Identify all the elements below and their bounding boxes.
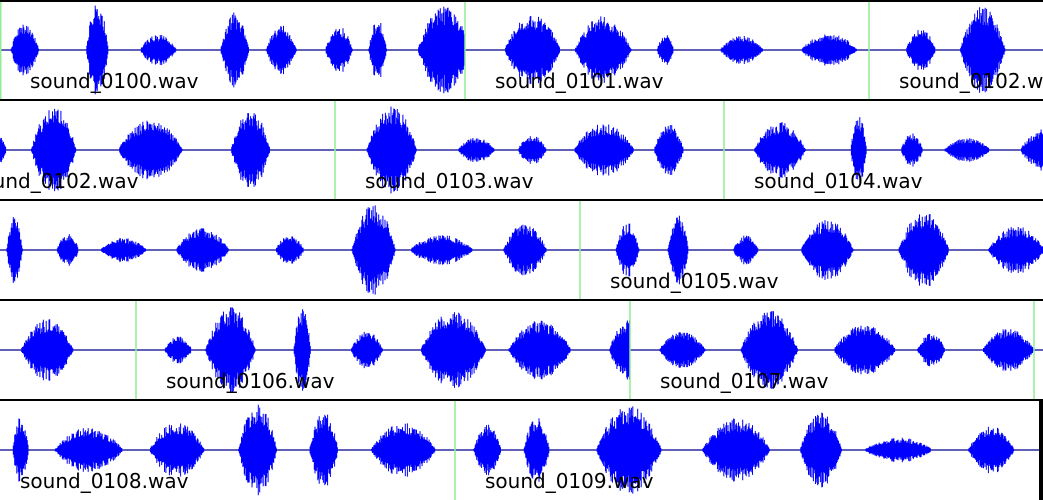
clip-filename-label: sound_0104.wav [754,169,923,193]
clip-waveform [505,16,857,84]
clip-filename-label: sound_0103.wav [365,169,534,193]
row-divider [0,0,1043,2]
clip-filename-label: sound_0108.wav [20,469,189,493]
clip-filename-label: sound_0109.wav [485,469,654,493]
clip-waveform [10,5,466,95]
clip-filename-label: sound_0102.wav [899,69,1043,93]
clip-filename-label: sound_0105.wav [610,269,779,293]
clip-waveform [6,205,547,295]
row-divider [0,99,1043,101]
waveform-row[interactable]: sound_0106.wav sound_0107.wav [0,300,1043,400]
clip-waveform [366,106,684,194]
waveform-canvas[interactable] [0,300,1043,400]
row-divider [0,299,1043,301]
clip-filename-label: sound_0107.wav [660,369,829,393]
scroll-end-marker [1039,400,1043,500]
clip-waveform [659,311,1034,389]
row-divider [0,199,1043,201]
clip-filename-label: sound_0100.wav [30,69,199,93]
waveform-canvas[interactable] [0,100,1043,200]
clip-filename-label: sound_0102.wav [0,169,139,193]
waveform-row[interactable]: sound_0102.wav sound_0103.wav sound_0104.w… [0,100,1043,200]
clip-waveform [21,319,74,381]
clip-waveform [12,404,436,496]
clip-waveform [473,406,1015,494]
waveform-canvas[interactable] [0,200,1043,300]
waveform-canvas[interactable] [0,400,1043,500]
waveform-canvas[interactable] [0,0,1043,100]
clip-waveform [754,117,1043,183]
clip-filename-label: sound_0101.wav [495,69,664,93]
row-divider [0,399,1043,401]
waveform-row[interactable]: sound_0105.wav [0,200,1043,300]
clip-waveform [906,7,1006,93]
clip-waveform [0,108,270,192]
clip-filename-label: sound_0106.wav [166,369,335,393]
clip-waveform [615,214,1043,286]
waveform-row[interactable]: sound_0100.wav sound_0101.wav sound_0102.w… [0,0,1043,100]
clip-waveform [164,307,630,393]
waveform-row[interactable]: sound_0108.wav sound_0109.wav [0,400,1043,500]
